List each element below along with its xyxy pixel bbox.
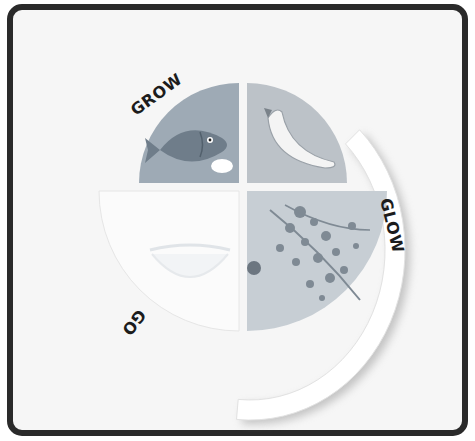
frame (10, 7, 465, 433)
fish-icon (145, 130, 233, 173)
banana-icon (264, 108, 335, 168)
rice-bowl-icon (150, 245, 230, 277)
go-quadrant (99, 191, 239, 331)
vegetable-icon (247, 205, 370, 301)
glow-vegetable-quadrant (247, 191, 387, 331)
glow-fruit-quadrant (247, 83, 347, 183)
